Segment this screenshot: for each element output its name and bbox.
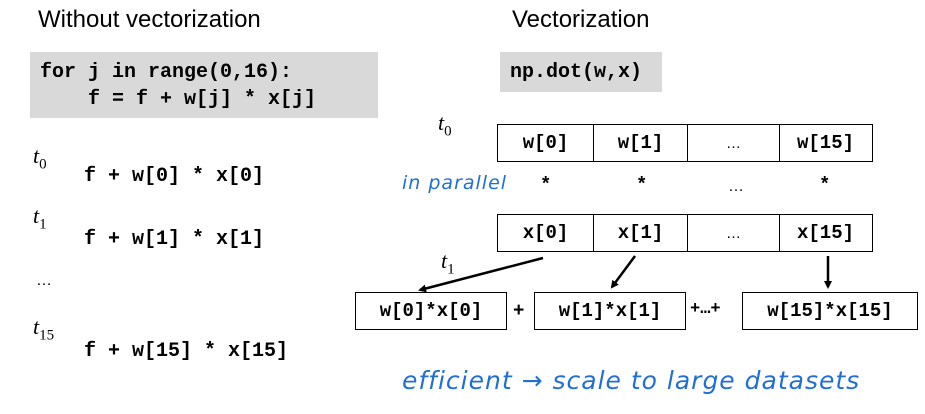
x-cell-ellipsis: … — [688, 215, 780, 251]
x-cell: x[15] — [796, 222, 854, 244]
product-box: w[15]*x[15] — [742, 292, 918, 330]
steps-ellipsis: … — [36, 272, 52, 289]
npdot-code-box: np.dot(w,x) — [500, 52, 662, 92]
arrow-0 — [418, 256, 544, 293]
w-cell-ellipsis: … — [688, 125, 780, 161]
arrow-1 — [610, 255, 637, 289]
vector-t0-label: t0 — [438, 110, 452, 140]
vector-t1-label: t1 — [441, 248, 455, 278]
step-t15-expr: f + w[15] * x[15] — [84, 340, 289, 363]
step-t1-label: t1 — [33, 203, 47, 233]
loop-code-box: for j in range(0,16): f = f + w[j] * x[j… — [30, 52, 378, 118]
mult-sign: * — [636, 174, 648, 196]
w-cell: w[0] — [498, 125, 594, 161]
right-heading: Vectorization — [512, 6, 650, 33]
step-t0-expr: f + w[0] * x[0] — [84, 165, 265, 188]
in-parallel-annotation: in parallel — [402, 172, 508, 194]
w-vector-row: w[0] w[1] … w[15] — [497, 124, 873, 162]
x-cell: x[1] — [594, 215, 688, 251]
x-cell: x[0] — [498, 215, 594, 251]
w-cell: w[1] — [594, 125, 688, 161]
mult-sign: * — [819, 174, 831, 196]
step-t0-label: t0 — [33, 143, 47, 173]
product-box: w[0]*x[0] — [355, 292, 507, 330]
loop-code-line-1: for j in range(0,16): — [40, 61, 293, 84]
step-t15-label: t15 — [33, 314, 55, 344]
npdot-code: np.dot(w,x) — [510, 61, 643, 84]
product-box: w[1]*x[1] — [534, 292, 686, 330]
mult-sign: * — [540, 174, 552, 196]
w-cell: w[15] — [796, 132, 854, 154]
x-vector-row: x[0] x[1] … x[15] — [497, 214, 873, 252]
plus-ellipsis-plus: +…+ — [690, 300, 721, 319]
efficient-annotation: efficient → scale to large datasets — [402, 366, 861, 395]
mult-ellipsis: … — [728, 178, 744, 195]
plus-sign: + — [513, 300, 525, 322]
loop-code-line-2: f = f + w[j] * x[j] — [40, 88, 317, 111]
left-heading: Without vectorization — [38, 6, 261, 33]
step-t1-expr: f + w[1] * x[1] — [84, 228, 265, 251]
